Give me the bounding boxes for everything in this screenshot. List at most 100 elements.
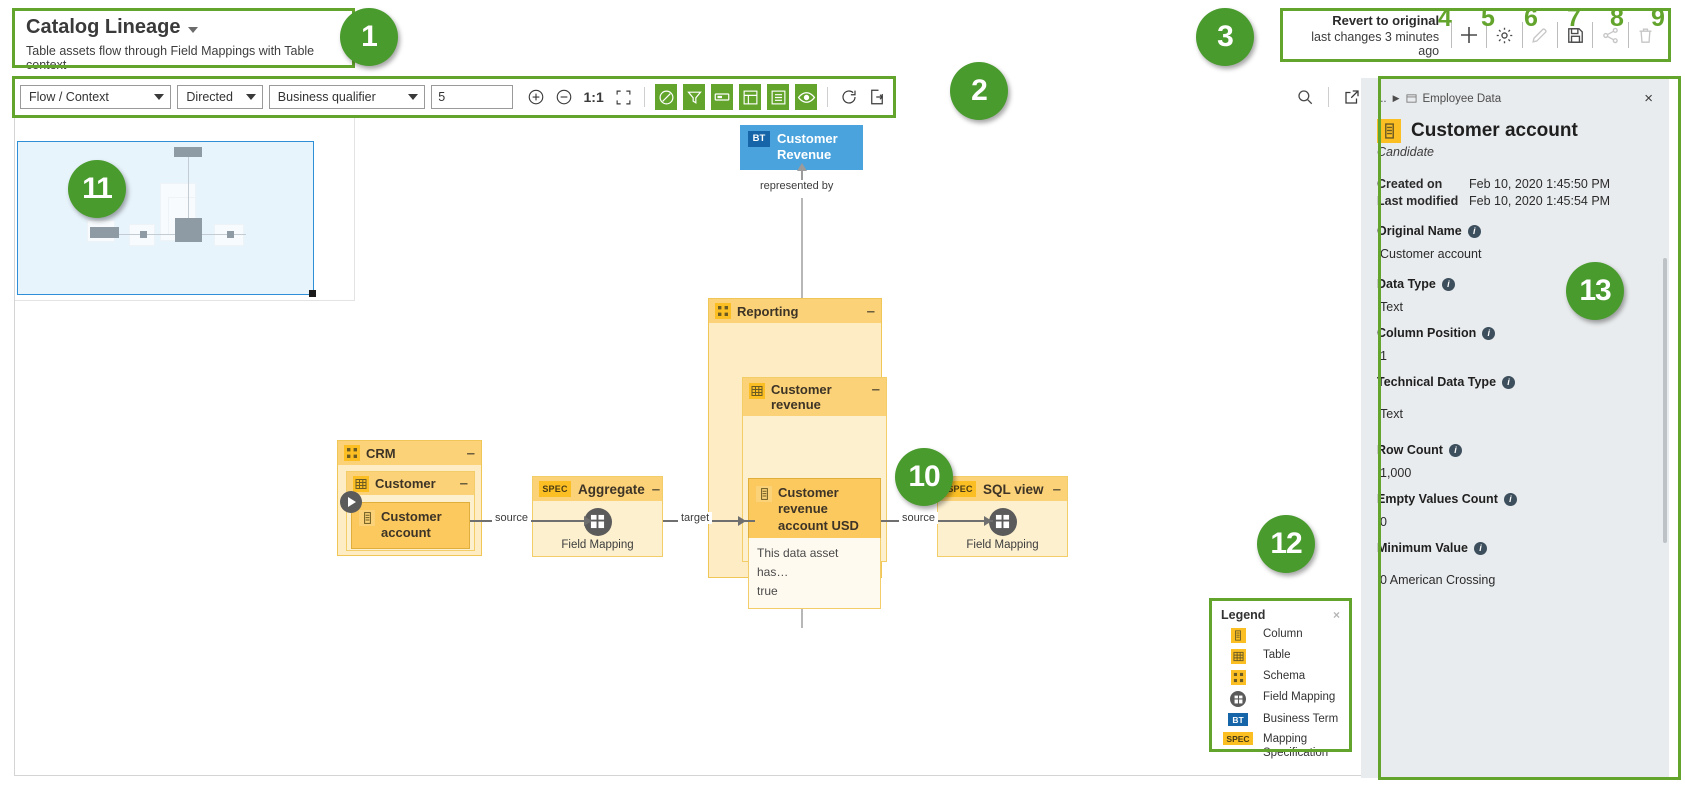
save-floppy-icon[interactable] bbox=[1560, 18, 1590, 52]
divider bbox=[1486, 22, 1488, 48]
meta-row: Last modified Feb 10, 2020 1:45:54 PM bbox=[1377, 194, 1653, 208]
filter-funnel-icon[interactable] bbox=[683, 84, 706, 110]
info-icon[interactable]: i bbox=[1448, 443, 1462, 457]
breadcrumb-arrow-icon[interactable]: ▶ bbox=[1392, 93, 1400, 103]
collapse-icon[interactable]: – bbox=[871, 381, 880, 398]
chevron-down-icon bbox=[245, 94, 256, 100]
field-row-count: Row Count i 1,000 bbox=[1377, 443, 1653, 480]
revert-block[interactable]: Revert to original last changes 3 minute… bbox=[1303, 13, 1439, 58]
schema-icon bbox=[1221, 670, 1255, 685]
field-value: 0 bbox=[1380, 515, 1387, 529]
export-icon[interactable] bbox=[866, 84, 888, 110]
minimap[interactable] bbox=[15, 116, 355, 301]
legend-item-table: Table bbox=[1221, 649, 1340, 664]
label-tag-icon[interactable] bbox=[711, 84, 734, 110]
minimap-edge bbox=[115, 234, 189, 235]
legend-panel[interactable]: Legend × Column Table Schema bbox=[1211, 600, 1350, 759]
schema-header-reporting[interactable]: Reporting – bbox=[709, 299, 881, 323]
qualifier-select[interactable]: Business qualifier bbox=[268, 85, 426, 109]
depth-input[interactable]: 5 bbox=[431, 85, 513, 109]
direction-select-value: Directed bbox=[186, 90, 233, 104]
visibility-eye-icon[interactable] bbox=[795, 84, 818, 110]
add-icon[interactable] bbox=[1454, 18, 1484, 52]
edge-label-source-1: source bbox=[492, 512, 532, 524]
minimap-edge bbox=[196, 234, 246, 235]
schema-header-crm[interactable]: CRM – bbox=[338, 441, 481, 465]
table-header-customer[interactable]: Customer – bbox=[347, 472, 474, 495]
field-data-type: Data Type i Text bbox=[1377, 277, 1653, 314]
field-value: Customer account bbox=[1380, 247, 1482, 261]
settings-gear-icon[interactable] bbox=[1489, 18, 1519, 52]
share-icon[interactable] bbox=[1595, 18, 1625, 52]
node-column-customer-account[interactable]: Customer account bbox=[351, 502, 470, 549]
meta-key: Last modified bbox=[1377, 194, 1459, 208]
node-column-customer-revenue-account-usd[interactable]: Customer revenue account USD bbox=[748, 478, 881, 541]
breadcrumb-ellipsis[interactable]: ... bbox=[1377, 92, 1387, 105]
field-mapping-icon[interactable] bbox=[988, 507, 1017, 536]
divider bbox=[1451, 22, 1453, 48]
spec-header-aggregate[interactable]: SPEC Aggregate – bbox=[533, 477, 662, 501]
collapse-icon[interactable]: – bbox=[866, 302, 875, 320]
action-bar: Revert to original last changes 3 minute… bbox=[1297, 10, 1671, 60]
edit-pencil-icon[interactable] bbox=[1525, 18, 1555, 52]
info-icon[interactable]: i bbox=[1467, 224, 1481, 238]
callout-7: 7 bbox=[1567, 4, 1581, 32]
expand-play-button[interactable] bbox=[340, 491, 362, 513]
lineage-title-block: Catalog Lineage Table assets flow throug… bbox=[14, 10, 353, 72]
edge-label-represented-by: represented by bbox=[757, 180, 837, 192]
node-spec-aggregate[interactable]: SPEC Aggregate – Field Mapping bbox=[532, 476, 663, 557]
node-spec-sql-view[interactable]: SPEC SQL view – Field Mapping bbox=[937, 476, 1068, 557]
divider bbox=[1328, 87, 1329, 107]
schema-title-reporting: Reporting bbox=[737, 303, 799, 319]
column-icon bbox=[359, 510, 375, 526]
scope-select[interactable]: Flow / Context bbox=[20, 85, 172, 109]
close-icon[interactable]: × bbox=[1644, 90, 1653, 107]
info-icon[interactable]: i bbox=[1482, 326, 1496, 340]
schema-title-crm: CRM bbox=[366, 445, 396, 461]
table-header-customer-revenue[interactable]: Customer revenue – bbox=[743, 378, 886, 416]
column-icon bbox=[1377, 119, 1401, 143]
minimap-resize-handle[interactable] bbox=[309, 290, 316, 297]
divider bbox=[1592, 22, 1594, 48]
search-icon[interactable] bbox=[1292, 84, 1318, 110]
zoom-reset-button[interactable]: 1:1 bbox=[583, 89, 604, 105]
list-view-icon[interactable] bbox=[767, 84, 790, 110]
collapse-icon[interactable]: – bbox=[1052, 480, 1061, 498]
collapse-icon[interactable]: – bbox=[651, 480, 661, 498]
legend-title: Legend bbox=[1221, 608, 1266, 622]
divider bbox=[827, 87, 829, 107]
chevron-down-icon bbox=[408, 94, 419, 100]
business-term-icon: BT bbox=[1221, 713, 1255, 726]
breadcrumb-item-employee-data[interactable]: Employee Data bbox=[1422, 92, 1502, 105]
legend-item-column: Column bbox=[1221, 628, 1340, 643]
details-scrollbar[interactable] bbox=[1663, 258, 1667, 543]
mapping-specification-icon: SPEC bbox=[539, 481, 571, 497]
spec-header-sql-view[interactable]: SPEC SQL view – bbox=[938, 477, 1067, 501]
zoom-in-icon[interactable] bbox=[525, 84, 547, 110]
info-icon[interactable]: i bbox=[1474, 541, 1487, 555]
field-value: Text bbox=[1380, 300, 1403, 314]
field-label-text: Column Position bbox=[1377, 326, 1477, 340]
close-icon[interactable]: × bbox=[1332, 608, 1340, 622]
collapse-icon[interactable]: – bbox=[466, 444, 475, 462]
field-label-text: Data Type bbox=[1377, 277, 1436, 291]
info-icon[interactable]: i bbox=[1502, 375, 1516, 389]
info-icon[interactable]: i bbox=[1503, 492, 1517, 506]
node-business-term-customer-revenue[interactable]: BT Customer Revenue bbox=[740, 125, 863, 170]
collapse-icon[interactable]: – bbox=[459, 475, 468, 492]
no-filter-icon[interactable] bbox=[655, 84, 678, 110]
direction-select[interactable]: Directed bbox=[177, 85, 263, 109]
lineage-canvas[interactable]: 11 BT Customer Revenue represented by Re… bbox=[14, 116, 1366, 776]
layout-icon[interactable] bbox=[739, 84, 762, 110]
fit-screen-icon[interactable] bbox=[612, 84, 634, 110]
minimap-node bbox=[140, 231, 147, 238]
delete-trash-icon[interactable] bbox=[1631, 18, 1661, 52]
legend-label: Column bbox=[1263, 628, 1303, 640]
caret-down-icon[interactable] bbox=[188, 27, 199, 33]
zoom-out-icon[interactable] bbox=[553, 84, 575, 110]
refresh-icon[interactable] bbox=[838, 84, 860, 110]
open-external-icon[interactable] bbox=[1339, 84, 1365, 110]
info-icon[interactable]: i bbox=[1441, 277, 1455, 291]
minimap-viewport[interactable] bbox=[17, 141, 316, 297]
